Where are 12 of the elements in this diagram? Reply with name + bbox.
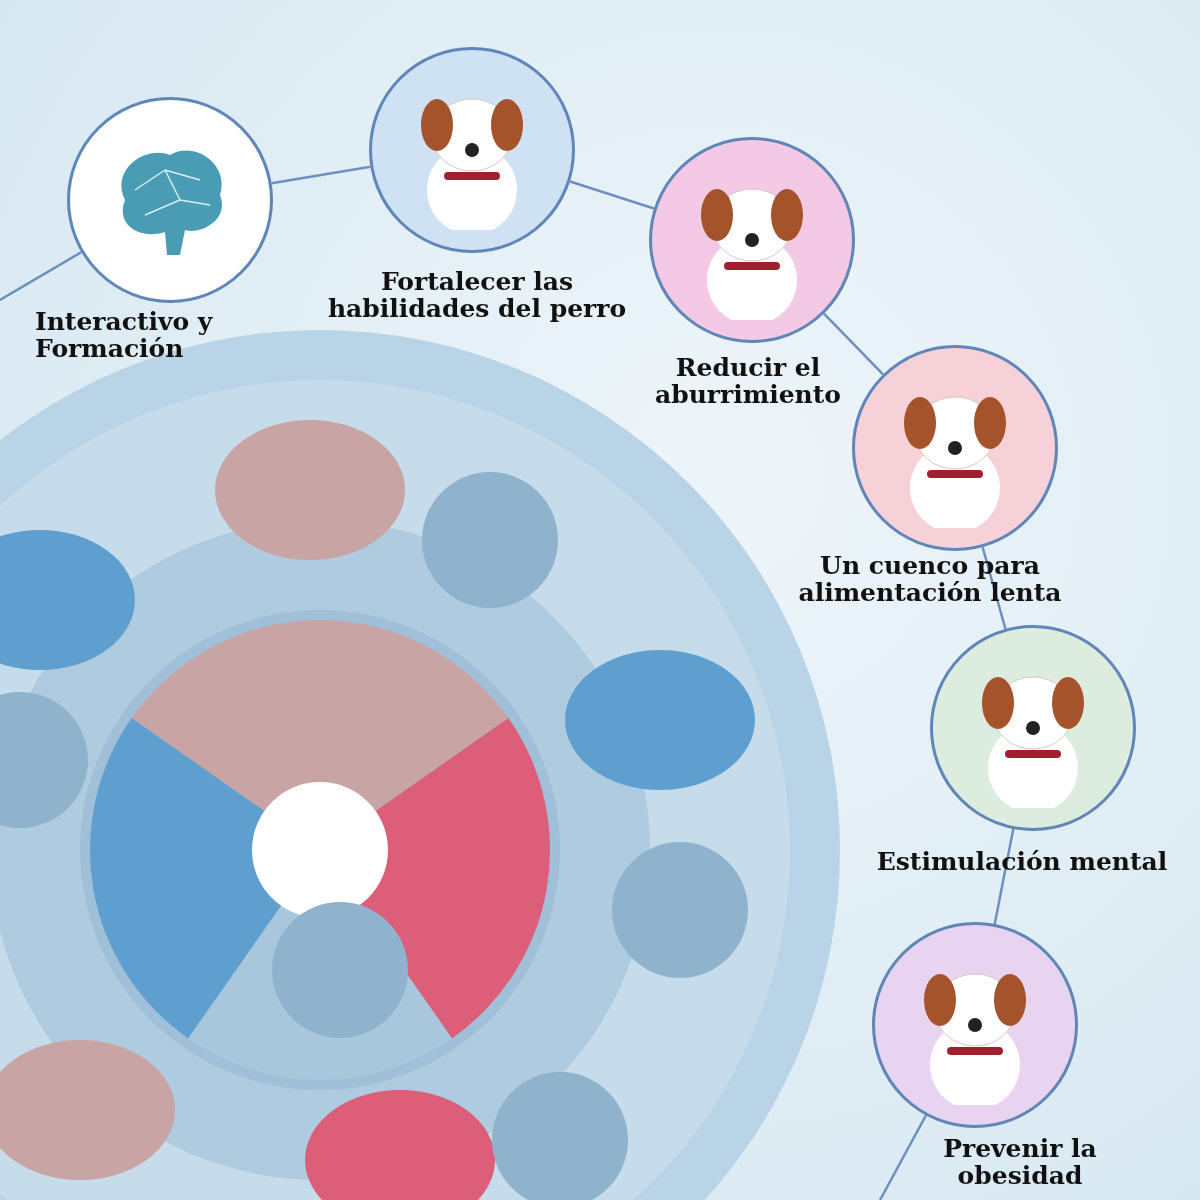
benefit-label: Reducir el aburrimiento — [654, 354, 842, 408]
connector-line — [993, 828, 1015, 925]
benefit-label: Prevenir la obesidad — [942, 1135, 1098, 1189]
benefit-label: Fortalecer las habilidades del perro — [326, 268, 628, 322]
benefit-label: Un cuenco para alimentación lenta — [797, 552, 1063, 606]
benefit-label: Interactivo y Formación — [35, 308, 214, 362]
benefit-label: Estimulación mental — [875, 848, 1169, 875]
connector-line — [878, 1114, 927, 1200]
connector-line — [271, 165, 371, 185]
connector-line — [823, 312, 884, 376]
connector-line — [569, 180, 655, 210]
connector-line — [0, 251, 82, 302]
